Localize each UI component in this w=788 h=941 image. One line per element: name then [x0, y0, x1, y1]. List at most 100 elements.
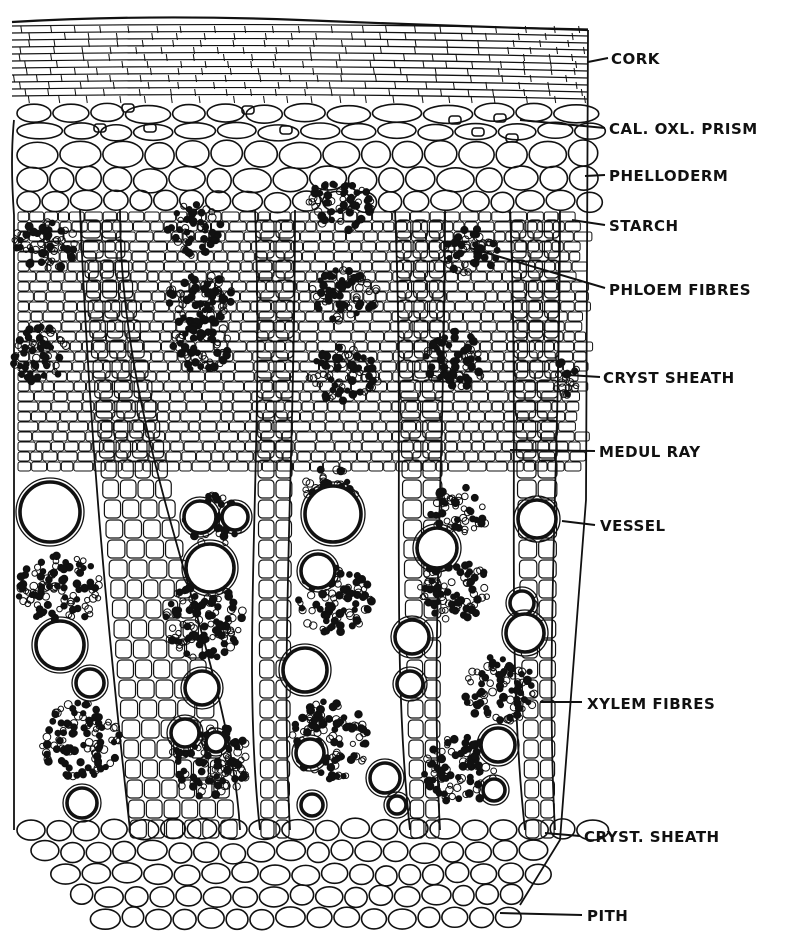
fibre-cell — [214, 619, 220, 625]
cork-wall — [453, 82, 454, 89]
phloem-cell — [556, 262, 572, 271]
fibre-cell — [329, 217, 335, 223]
fibre-cell — [54, 583, 60, 589]
fibre-cell — [183, 331, 188, 336]
fibre-cell — [41, 250, 47, 256]
pith-cell — [250, 910, 274, 930]
phloem-cell — [318, 332, 330, 341]
fibre-cell — [212, 493, 219, 500]
fibre-cell — [366, 306, 371, 311]
prism-cell — [424, 105, 473, 123]
ray-cell — [118, 460, 133, 478]
fibre-cell — [451, 334, 458, 341]
phelloderm-cell — [496, 142, 527, 168]
phloem-cell — [180, 462, 192, 471]
fibre-cell — [330, 274, 336, 280]
phloem-cell — [222, 402, 232, 411]
pith-cell — [259, 887, 288, 907]
ray-cell — [119, 680, 136, 698]
phloem-cell — [235, 372, 254, 381]
cork-wall — [29, 40, 30, 47]
phloem-cell — [300, 302, 315, 311]
ray-cell — [261, 820, 274, 838]
cork-wall — [407, 75, 408, 82]
fibre-cell — [314, 358, 319, 363]
phloem-cell — [515, 402, 535, 411]
fibre-cell — [318, 770, 324, 776]
phloem-cell — [83, 402, 94, 411]
phloem-cell — [297, 282, 309, 291]
fibre-cell — [497, 717, 504, 724]
fibre-cell — [430, 601, 437, 608]
phloem-cell — [18, 292, 33, 301]
phloem-cell — [62, 282, 81, 291]
cork-wall — [59, 96, 60, 103]
ray-cell — [256, 220, 274, 238]
phloem-cell — [366, 332, 383, 341]
phloem-cell — [53, 432, 67, 441]
fibre-cell — [489, 688, 497, 696]
fibre-cell — [43, 228, 49, 234]
phloem-cell — [525, 382, 535, 391]
phloem-cell — [157, 372, 169, 381]
phloem-cell — [166, 432, 180, 441]
fibre-cell — [28, 371, 33, 376]
phloem-cell — [479, 212, 491, 221]
phloem-cell — [106, 342, 124, 351]
phloem-cell — [372, 252, 386, 261]
phloem-cell — [187, 402, 206, 411]
phloem-cell — [449, 462, 468, 471]
pith-cell — [226, 909, 248, 929]
pith-cell — [51, 864, 80, 884]
phloem-cell — [152, 352, 164, 361]
fibre-cell — [338, 306, 345, 313]
fibre-cell — [369, 377, 376, 384]
phloem-cell — [148, 272, 158, 281]
cork-wall — [566, 75, 567, 82]
vessel — [36, 621, 84, 669]
phloem-cell — [481, 322, 496, 331]
pith-cell — [137, 840, 167, 860]
fibre-cell — [362, 740, 369, 747]
fibre-cell — [496, 682, 503, 689]
cork-wall — [19, 82, 20, 89]
phloem-cell — [464, 422, 478, 431]
ray-cell — [82, 220, 101, 238]
phloem-cell — [170, 402, 186, 411]
phloem-cell — [223, 242, 239, 251]
phelloderm-cell — [437, 168, 474, 192]
fibre-cell — [473, 701, 479, 707]
prism-cell — [175, 123, 216, 139]
fibre-cell — [197, 311, 203, 317]
fibre-cell — [43, 733, 51, 741]
phloem-cell — [273, 382, 288, 391]
fibre-cell — [232, 639, 238, 645]
fibre-cell — [465, 790, 473, 798]
phloem-cell — [335, 242, 349, 251]
fibre-cell — [476, 770, 482, 776]
phelloderm-cell — [176, 141, 209, 167]
sheath-cell — [17, 820, 45, 840]
pith-cell — [418, 907, 440, 927]
ray-cell — [276, 600, 291, 618]
ray-cell — [108, 540, 125, 558]
pith-cell — [82, 863, 110, 883]
phelloderm-cell — [463, 191, 489, 211]
phloem-cell — [47, 412, 60, 421]
phloem-cell — [504, 402, 514, 411]
fibre-cell — [334, 773, 340, 779]
pith-cell — [232, 862, 258, 882]
pith-cell — [322, 863, 348, 883]
fibre-cell — [321, 699, 327, 705]
fibre-cell — [429, 578, 435, 584]
fibre-cell — [44, 601, 51, 608]
cork-wall — [311, 96, 312, 103]
ray-cell — [423, 440, 442, 458]
cork-wall — [36, 75, 37, 82]
phloem-cell — [575, 342, 593, 351]
cork-row — [12, 39, 588, 43]
cork-wall — [549, 89, 550, 96]
fibre-cell — [318, 212, 326, 220]
label-pith: PITH — [587, 907, 628, 925]
fibre-cell — [475, 351, 481, 357]
